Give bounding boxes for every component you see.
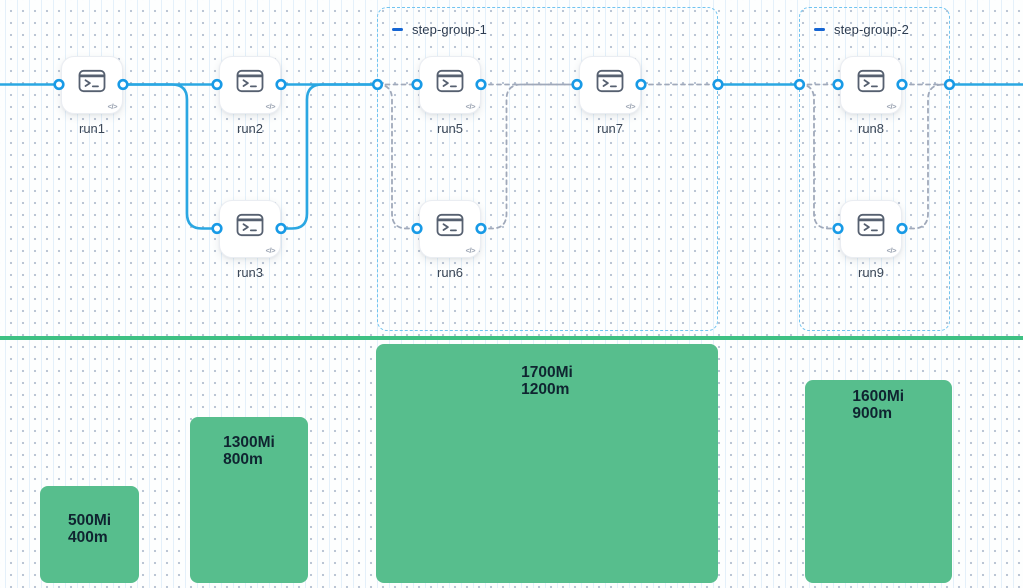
edge-run3-group1[interactable] xyxy=(279,83,379,230)
edge-run1-run3[interactable] xyxy=(121,83,219,230)
terminal-icon xyxy=(596,69,624,93)
node-run9[interactable]: </> run9 xyxy=(840,199,902,280)
resource-bar-run2: 1300Mi 800m xyxy=(190,416,308,583)
terminal-icon xyxy=(236,69,264,93)
code-icon: </> xyxy=(265,245,276,255)
terminal-icon xyxy=(78,69,106,93)
node-run3[interactable]: </> run3 xyxy=(219,199,281,280)
cpu-value: 400m xyxy=(67,529,108,546)
node-run1[interactable]: </> run1 xyxy=(61,56,123,136)
step-group-1-box[interactable]: step-group-1 xyxy=(377,7,718,331)
resource-bar-run1: 500Mi 400m xyxy=(40,485,139,583)
edge-run6-run7[interactable] xyxy=(480,83,578,230)
code-icon: </> xyxy=(465,102,476,111)
terminal-icon xyxy=(857,69,885,93)
step-group-1-header: step-group-1 xyxy=(392,22,487,37)
step-group-2-box[interactable]: step-group-2 xyxy=(799,7,950,331)
step-group-2-header: step-group-2 xyxy=(814,22,909,37)
terminal-icon xyxy=(436,69,464,93)
node-label: run1 xyxy=(78,121,106,136)
memory-value: 1700Mi xyxy=(521,363,573,381)
code-icon: </> xyxy=(265,102,276,111)
collapse-minus-icon[interactable] xyxy=(814,28,825,31)
code-icon: </> xyxy=(107,102,118,111)
memory-value: 1300Mi xyxy=(223,433,275,451)
memory-value: 1600Mi xyxy=(852,387,905,405)
node-label: run5 xyxy=(436,121,464,136)
cpu-value: 900m xyxy=(852,405,893,422)
code-icon: </> xyxy=(886,245,897,255)
node-run8[interactable]: </> run8 xyxy=(840,56,902,136)
resource-bar-label: 1300Mi 800m xyxy=(223,434,275,469)
node-label: run6 xyxy=(436,264,464,280)
terminal-icon xyxy=(436,213,464,236)
edge-group1in-run6[interactable] xyxy=(376,83,418,230)
code-icon: </> xyxy=(465,245,476,255)
memory-value: 500Mi xyxy=(67,511,112,529)
node-run5[interactable]: </> run5 xyxy=(419,56,481,136)
node-label: run2 xyxy=(236,121,264,136)
node-label: run7 xyxy=(596,121,624,136)
code-icon: </> xyxy=(886,102,897,111)
node-run7[interactable]: </> run7 xyxy=(579,56,641,136)
resource-bar-step-group-1: 1700Mi 1200m xyxy=(376,343,718,583)
node-run2[interactable]: </> run2 xyxy=(219,56,281,136)
node-run6[interactable]: </> run6 xyxy=(419,199,481,280)
node-label: run9 xyxy=(857,264,885,280)
code-icon: </> xyxy=(625,102,636,111)
edge-run9-group2out[interactable] xyxy=(901,83,951,230)
node-label: run8 xyxy=(857,121,885,136)
terminal-icon xyxy=(236,213,264,236)
terminal-icon xyxy=(857,213,885,236)
cpu-value: 800m xyxy=(223,451,263,468)
collapse-minus-icon[interactable] xyxy=(392,28,403,31)
resource-bar-label: 1700Mi 1200m xyxy=(521,364,573,399)
resource-bar-step-group-2: 1600Mi 900m xyxy=(805,379,952,583)
node-label: run3 xyxy=(236,264,264,280)
step-group-2-title: step-group-2 xyxy=(834,22,909,37)
step-group-1-title: step-group-1 xyxy=(412,22,487,37)
resource-bar-label: 1600Mi 900m xyxy=(852,388,904,423)
cpu-value: 1200m xyxy=(521,381,570,398)
edge-group2in-run9[interactable] xyxy=(798,83,839,230)
resource-bar-label: 500Mi 400m xyxy=(68,512,111,547)
resource-divider-line xyxy=(0,336,1023,340)
